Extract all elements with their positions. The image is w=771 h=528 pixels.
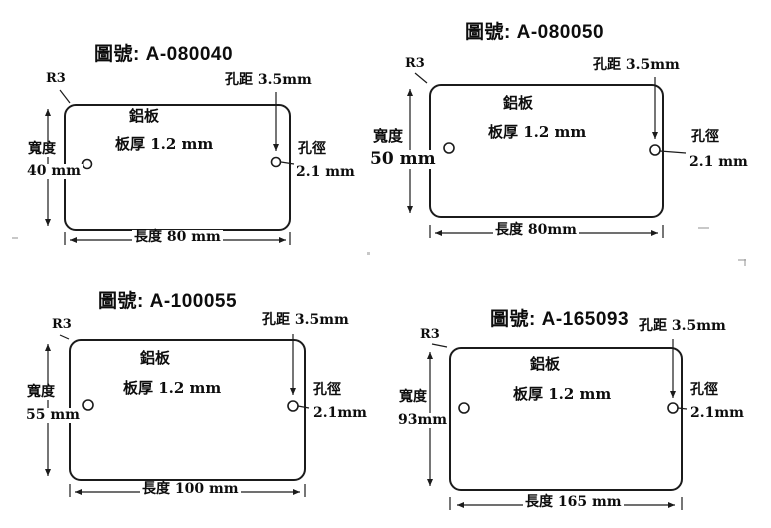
hole-diameter-value: 2.1 mm [687, 154, 750, 171]
scan-artifact [367, 252, 370, 255]
hole-diameter-label: 孔徑 [311, 382, 343, 399]
drawing-panel-a080040: 圖號: A-080040 R3 孔距 3.5mm 鋁板 板厚 1.2 mm 寬度… [20, 30, 365, 265]
hole-diameter-leader [297, 405, 310, 409]
length-label: 長度 165 mm [523, 494, 624, 511]
width-value: 55 mm [24, 407, 82, 424]
drawing-number: 圖號: A-165093 [490, 309, 630, 330]
width-label: 寬度 [371, 127, 406, 145]
length-label: 長度 80 mm [132, 229, 223, 246]
width-value: 40 mm [25, 163, 83, 180]
material-label: 鋁板 [138, 349, 173, 367]
hole-pitch-label: 孔距 3.5mm [637, 318, 728, 335]
material-label: 鋁板 [127, 107, 162, 125]
hole-diameter-label: 孔徑 [688, 382, 720, 399]
corner-radius-leader [59, 89, 71, 104]
length-label: 長度 100 mm [140, 481, 241, 498]
scan-artifact [738, 259, 746, 261]
corner-radius-label: R3 [403, 56, 427, 72]
length-label: 長度 80mm [493, 222, 579, 239]
material-label: 鋁板 [528, 355, 563, 373]
hole-pitch-label: 孔距 3.5mm [260, 312, 351, 329]
hole-pitch-label: 孔距 3.5mm [223, 72, 314, 89]
drawing-number: 圖號: A-080040 [94, 44, 234, 65]
mounting-hole-left [458, 402, 470, 414]
corner-radius-label: R3 [44, 71, 68, 87]
hole-diameter-label: 孔徑 [296, 141, 328, 158]
plate-outline [69, 339, 306, 481]
hole-diameter-label: 孔徑 [689, 129, 721, 146]
width-label: 寬度 [26, 141, 58, 158]
corner-radius-label: R3 [50, 317, 74, 333]
mounting-hole-right [649, 144, 661, 156]
hole-diameter-leader [280, 161, 295, 165]
thickness-label: 板厚 1.2 mm [113, 135, 216, 153]
scan-artifact [698, 227, 709, 229]
mounting-hole-right [667, 402, 679, 414]
scan-artifact [12, 237, 18, 239]
mounting-hole-left [82, 399, 94, 411]
mounting-hole-left [443, 142, 455, 154]
corner-radius-leader [431, 343, 448, 348]
thickness-label: 板厚 1.2 mm [121, 379, 224, 397]
thickness-label: 板厚 1.2 mm [511, 385, 614, 403]
plate-outline [429, 84, 664, 218]
corner-radius-leader [414, 72, 428, 84]
material-label: 鋁板 [501, 94, 536, 112]
corner-radius-leader [59, 334, 70, 340]
drawing-panel-a080050: 圖號: A-080050 R3 孔距 3.5mm 鋁板 板厚 1.2 mm 寬度… [365, 5, 765, 260]
mounting-hole-right [270, 156, 282, 168]
mounting-hole-right [287, 400, 299, 412]
plate-outline [449, 347, 683, 491]
hole-diameter-leader [677, 407, 688, 410]
drawing-number: 圖號: A-100055 [98, 291, 238, 312]
drawing-panel-a100055: 圖號: A-100055 R3 孔距 3.5mm 鋁板 板厚 1.2 mm 寬度… [20, 280, 370, 528]
thickness-label: 板厚 1.2 mm [486, 123, 589, 141]
corner-radius-label: R3 [418, 327, 442, 343]
scan-artifact [744, 259, 746, 266]
hole-diameter-leader [659, 150, 687, 154]
mounting-hole-left [81, 158, 93, 170]
drawing-number: 圖號: A-080050 [465, 22, 605, 43]
hole-diameter-value: 2.1 mm [294, 164, 357, 181]
width-label: 寬度 [25, 384, 57, 401]
hole-pitch-label: 孔距 3.5mm [591, 57, 682, 74]
width-value: 93mm [396, 412, 450, 429]
width-value: 50 mm [368, 149, 438, 169]
width-label: 寬度 [397, 389, 429, 406]
drawing-panel-a165093: 圖號: A-165093 R3 孔距 3.5mm 鋁板 板厚 1.2 mm 寬度… [385, 300, 771, 528]
hole-diameter-value: 2.1mm [688, 405, 746, 422]
plate-outline [64, 104, 291, 231]
hole-diameter-value: 2.1mm [311, 405, 369, 422]
